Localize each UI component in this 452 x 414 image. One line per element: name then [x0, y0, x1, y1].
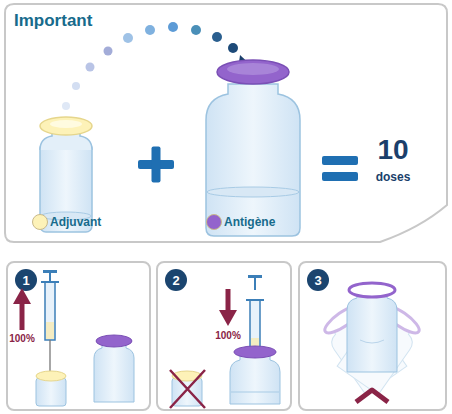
- legend-swatch: [32, 214, 48, 230]
- percent-label: 100%: [9, 334, 35, 344]
- legend-label: Adjuvant: [50, 216, 101, 228]
- percent-label: 100%: [215, 331, 241, 341]
- callout-number: 1: [22, 274, 29, 287]
- legend-label: Antigène: [224, 216, 275, 228]
- dose-unit: doses: [376, 171, 411, 183]
- dose-count: 10: [377, 136, 408, 164]
- panel-title: Important: [14, 12, 92, 29]
- legend-swatch: [206, 214, 222, 230]
- callout-number: 2: [172, 274, 179, 287]
- callout-number: 3: [314, 274, 321, 287]
